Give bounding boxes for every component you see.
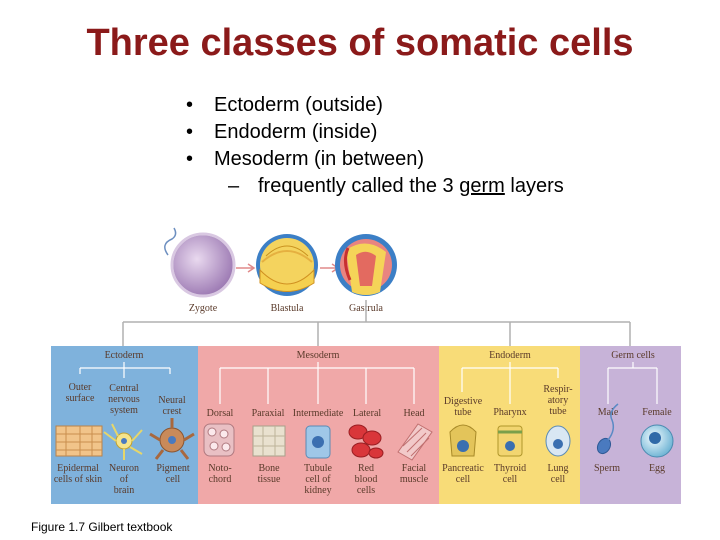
sperm-illustration: [596, 403, 619, 455]
epidermal-cells-illustration: [55, 425, 103, 457]
germ-subheads: Male Female: [598, 407, 673, 418]
mesoderm-header: Mesoderm: [297, 350, 340, 361]
red-blood-cells-illustration: [348, 424, 384, 459]
subhead-outer-surface: surface: [66, 393, 95, 404]
cell-label-sperm: Sperm: [594, 463, 620, 474]
subhead-dorsal: Dorsal: [207, 408, 234, 419]
stage-arrow: [236, 263, 256, 273]
subhead-cns: Central: [109, 383, 139, 394]
cell-label-pigment: Pigment: [156, 463, 190, 474]
kidney-tubule-cell-illustration: [305, 425, 331, 459]
lung-cell-illustration: [545, 425, 571, 457]
cell-label-pigment: cell: [166, 474, 181, 485]
subhead-respiratory-tube: atory: [548, 395, 569, 406]
subhead-female: Female: [642, 407, 672, 418]
cell-label-epidermal: cells of skin: [54, 474, 102, 485]
cell-label-egg: Egg: [649, 463, 665, 474]
cell-label-thyroid: cell: [503, 474, 518, 485]
pigment-cell-illustration: [149, 418, 195, 460]
germ-cell-labels: Sperm Egg: [594, 463, 665, 474]
bullet-text: Mesoderm (in between): [214, 148, 425, 170]
blastula-illustration: [256, 234, 318, 296]
cell-label-neuron: of: [120, 474, 129, 485]
cell-label-epidermal: Epidermal: [57, 463, 99, 474]
cell-label-pancreatic: Pancreatic: [442, 463, 484, 474]
endoderm-cell-labels: Pancreatic cell Thyroid cell Lung cell: [442, 463, 568, 485]
bullet-text: Ectoderm (outside): [214, 94, 383, 116]
germ-cells-header: Germ cells: [611, 350, 655, 361]
sub-bullet-item: –frequently called the 3 germ layers: [186, 173, 564, 200]
cell-label-tubule: kidney: [304, 485, 331, 496]
cell-label-neuron: brain: [114, 485, 135, 496]
figure-caption: Figure 1.7 Gilbert textbook: [31, 520, 173, 534]
slide-title: Three classes of somatic cells: [86, 22, 634, 64]
ectoderm-subheads: Outer surface Central nervous system Neu…: [66, 382, 186, 417]
bullet-dot: •: [186, 148, 194, 170]
bone-tissue-illustration: [252, 425, 286, 457]
mesoderm-subheads: Dorsal Paraxial Intermediate Lateral Hea…: [207, 408, 425, 419]
bullet-item: • Endoderm (inside): [186, 119, 564, 146]
subhead-neural-crest: Neural: [158, 395, 185, 406]
bullet-list: • Ectoderm (outside) • Endoderm (inside) •…: [186, 92, 564, 200]
cell-label-thyroid: Thyroid: [494, 463, 526, 474]
cell-label-lung: cell: [551, 474, 566, 485]
bullet-item: • Mesoderm (in between): [186, 146, 564, 173]
subhead-outer-surface: Outer: [69, 382, 92, 393]
zygote-illustration: [164, 227, 236, 298]
cell-label-notochord: Noto-: [208, 463, 231, 474]
cell-label-facial: muscle: [400, 474, 429, 485]
subhead-cns: nervous: [108, 394, 140, 405]
cell-label-facial: Facial: [402, 463, 427, 474]
bullet-dot: •: [186, 121, 194, 143]
cell-label-tubule: Tubule: [304, 463, 333, 474]
subhead-paraxial: Paraxial: [252, 408, 285, 419]
subhead-pharynx: Pharynx: [493, 407, 526, 418]
subhead-neural-crest: crest: [163, 406, 182, 417]
egg-illustration: [640, 424, 674, 458]
subhead-respiratory-tube: tube: [549, 406, 567, 417]
endoderm-header: Endoderm: [489, 350, 531, 361]
cell-label-bone: tissue: [258, 474, 281, 485]
gastrula-illustration: [335, 234, 397, 296]
cell-label-bone: Bone: [258, 463, 280, 474]
cell-label-lung: Lung: [547, 463, 568, 474]
ectoderm-header: Ectoderm: [105, 350, 144, 361]
sub-bullet-tail: layers: [504, 175, 564, 197]
stage-label-zygote: Zygote: [189, 303, 218, 314]
sub-bullet-underlined: germ: [459, 175, 505, 197]
subhead-digestive-tube: tube: [454, 407, 472, 418]
cell-label-notochord: chord: [209, 474, 232, 485]
subhead-cns: system: [110, 405, 138, 416]
thyroid-cell-illustration: [497, 425, 523, 457]
ectoderm-cell-labels: Epidermal cells of skin Neuron of brain …: [54, 463, 190, 496]
sub-bullet-text: frequently called the 3: [258, 175, 460, 197]
neuron-illustration: [103, 423, 143, 460]
subhead-intermediate: Intermediate: [293, 408, 344, 419]
stage-label-blastula: Blastula: [271, 303, 304, 314]
subhead-digestive-tube: Digestive: [444, 396, 483, 407]
sub-bullet-dash: –: [228, 175, 240, 197]
facial-muscle-illustration: [397, 423, 433, 461]
branch-connectors: [122, 300, 631, 346]
mesoderm-cell-labels: Noto- chord Bone tissue Tubule cell of k…: [208, 463, 428, 496]
endoderm-subheads: Digestive tube Pharynx Respir- atory tub…: [444, 384, 573, 418]
cell-label-tubule: cell of: [305, 474, 331, 485]
notochord-illustration: [203, 423, 235, 457]
subhead-head: Head: [403, 408, 424, 419]
pancreatic-cell-illustration: [449, 424, 477, 457]
cell-label-red-blood: cells: [357, 485, 375, 496]
sub-branch-lines: [79, 362, 658, 404]
cell-label-red-blood: Red: [358, 463, 374, 474]
subhead-lateral: Lateral: [353, 408, 382, 419]
cell-label-neuron: Neuron: [109, 463, 139, 474]
bullet-dot: •: [186, 94, 194, 116]
cell-label-pancreatic: cell: [456, 474, 471, 485]
bullet-text: Endoderm (inside): [214, 121, 378, 143]
germ-cells-panel: [580, 346, 681, 504]
subhead-respiratory-tube: Respir-: [543, 384, 572, 395]
cell-label-red-blood: blood: [355, 474, 378, 485]
subhead-male: Male: [598, 407, 619, 418]
bullet-item: • Ectoderm (outside): [186, 92, 564, 119]
